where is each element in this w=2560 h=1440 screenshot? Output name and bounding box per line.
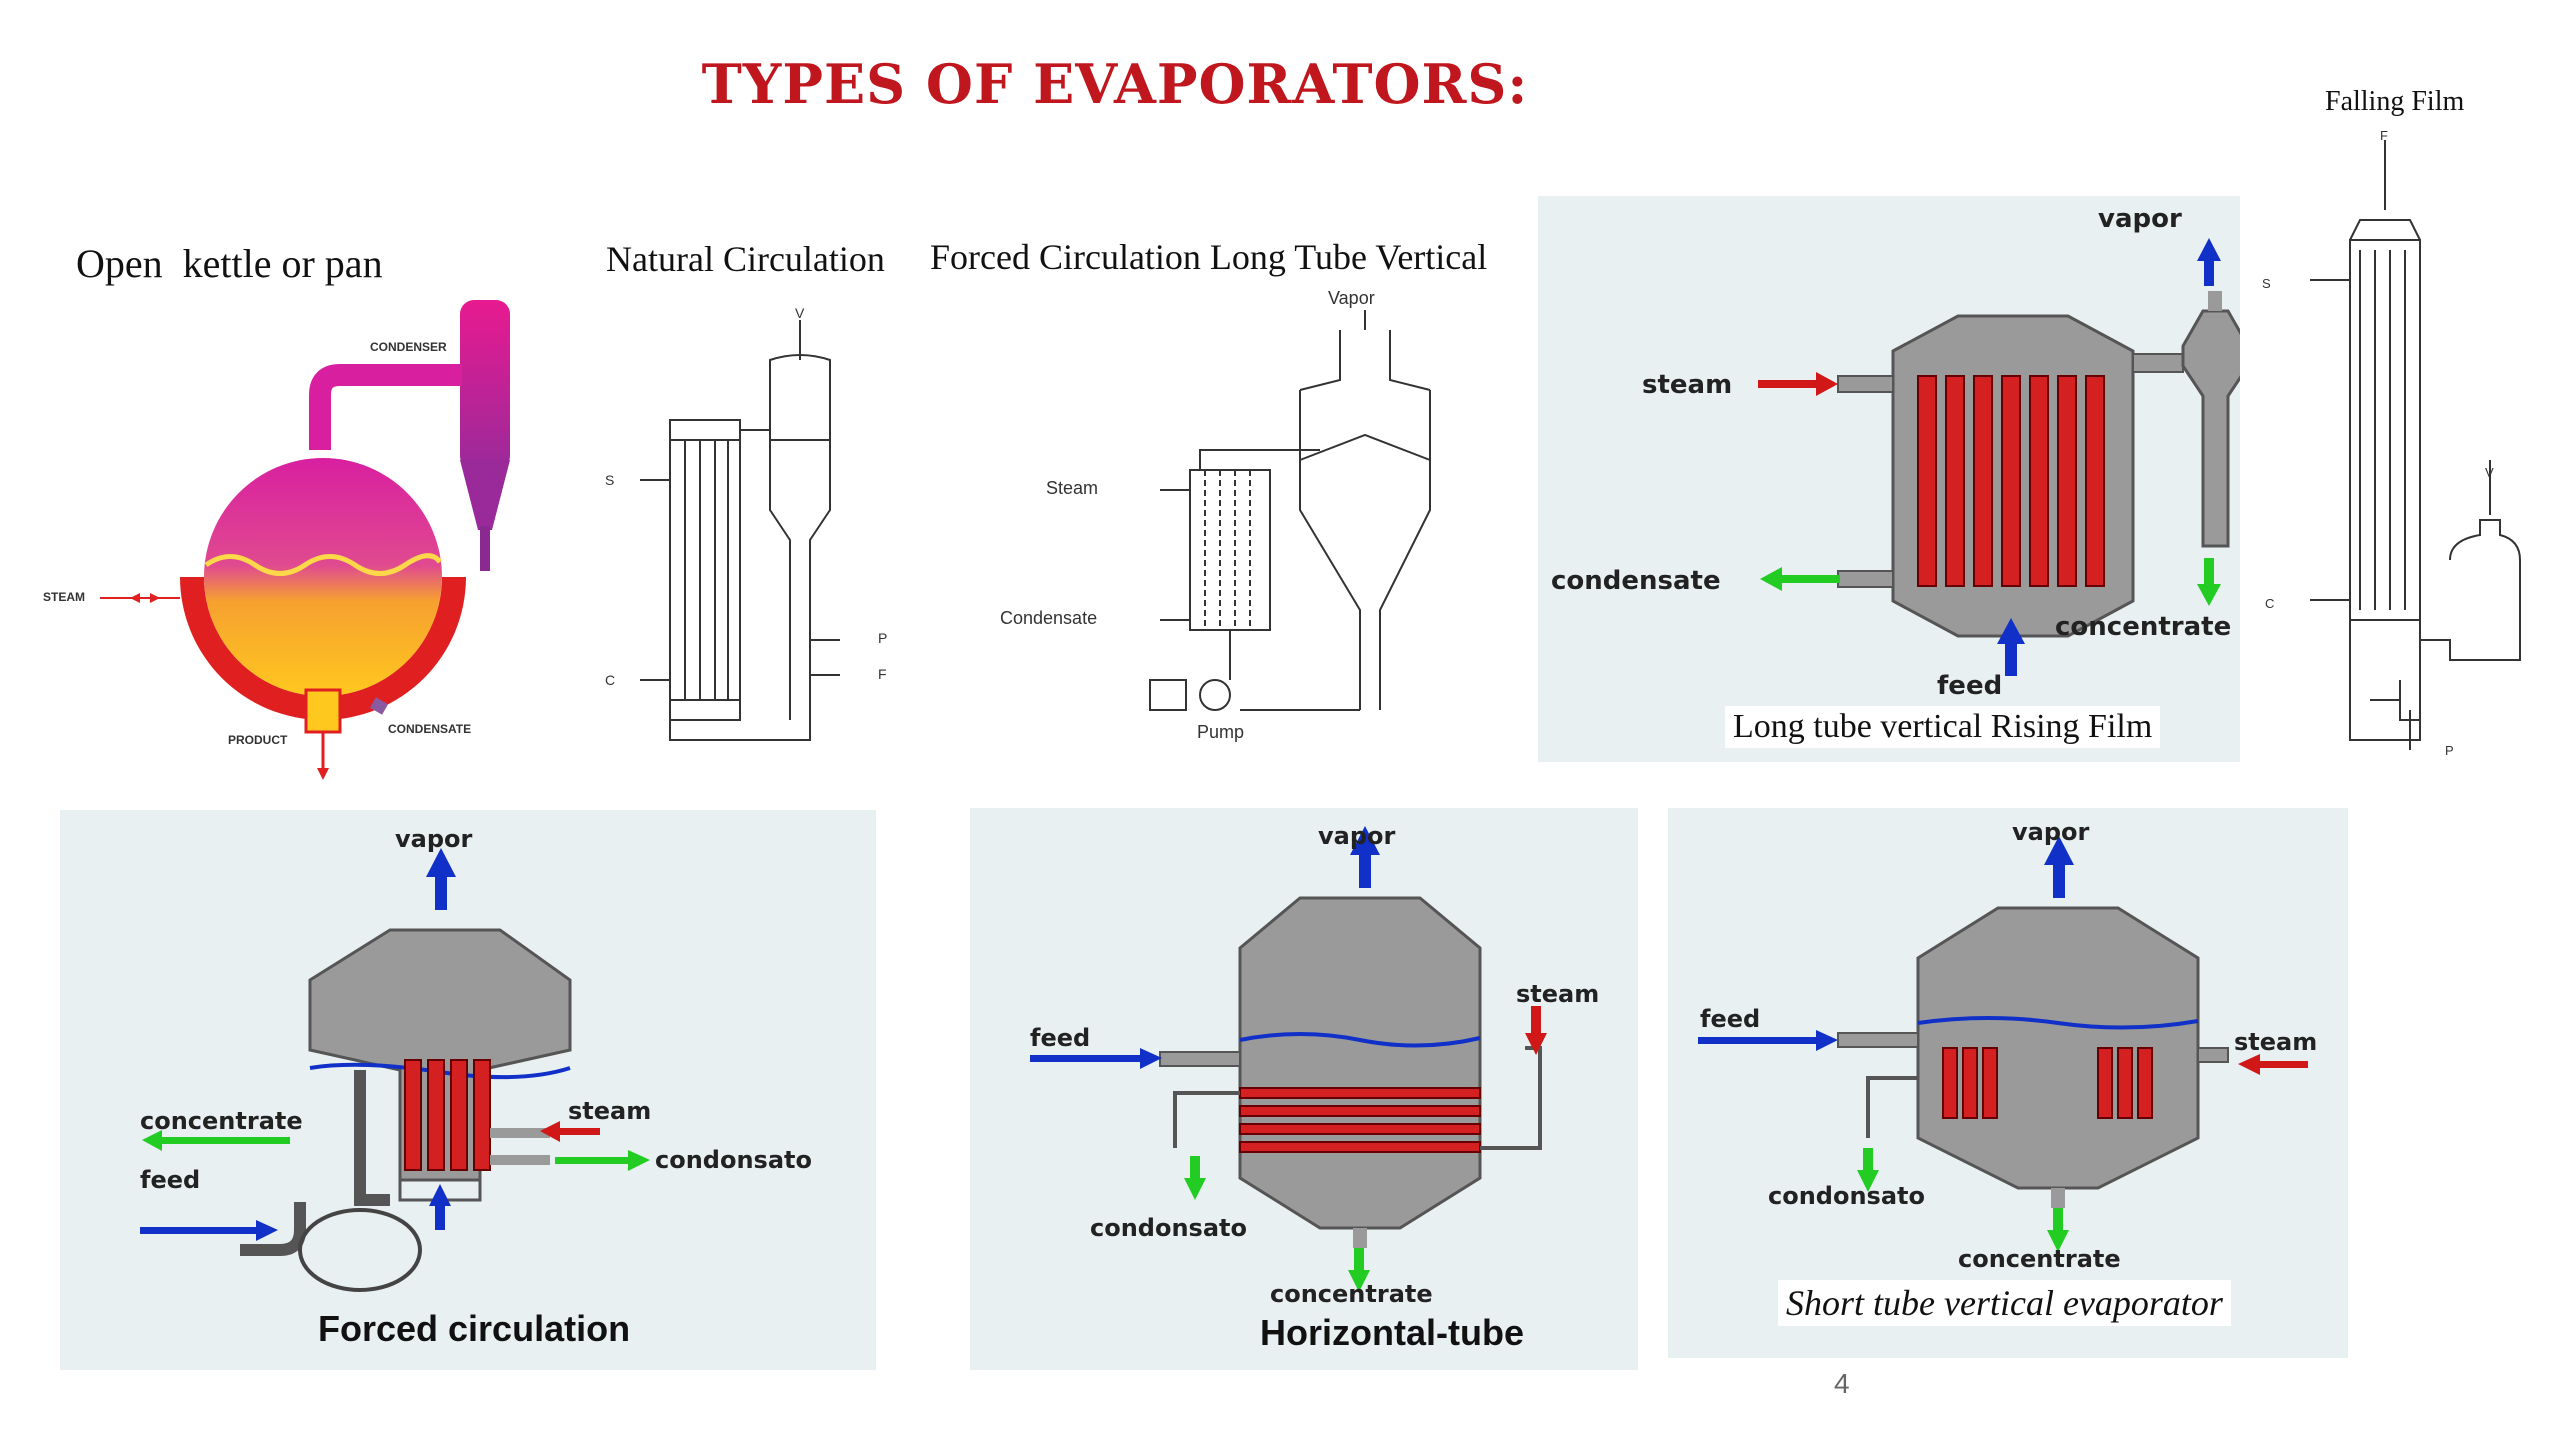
- fltv-condensate-label: Condensate: [1000, 608, 1098, 628]
- slide-title: TYPES OF EVAPORATORS:: [701, 52, 1529, 116]
- st-caption: Short tube vertical evaporator: [1778, 1280, 2231, 1326]
- fc-condensate-label: condonsato: [655, 1146, 812, 1174]
- ht-vessel: [1238, 896, 1482, 1230]
- ff-p-label: P: [2445, 743, 2454, 758]
- st-steam-label: steam: [2234, 1028, 2318, 1056]
- ht-caption: Horizontal-tube: [1260, 1312, 1524, 1353]
- condenser: [460, 300, 510, 470]
- falling-film-title: Falling Film: [2325, 86, 2465, 117]
- rf-steam-label: steam: [1642, 370, 1733, 400]
- ht-feed-label: feed: [1030, 1024, 1091, 1052]
- forced-circulation-diagram: [140, 848, 650, 1292]
- short-tube-diagram: [1698, 836, 2308, 1252]
- rf-vapor-label: vapor: [2098, 204, 2182, 234]
- natural-circulation-title: Natural Circulation: [606, 239, 885, 279]
- fltv-pump-label: Pump: [1197, 722, 1245, 742]
- ff-v-label: V: [2485, 465, 2494, 480]
- nc-v-label: V: [795, 305, 805, 321]
- fc-feed-label: feed: [140, 1166, 201, 1194]
- ht-vapor-label: vapor: [1318, 822, 1396, 850]
- fltv-vapor-label: Vapor: [1328, 288, 1375, 308]
- kettle-steam-label: STEAM: [43, 590, 85, 604]
- page-number: 4: [1834, 1368, 1850, 1399]
- st-condensate-label: condonsato: [1768, 1182, 1925, 1210]
- nc-s-label: S: [605, 472, 615, 488]
- rf-caption: Long tube vertical Rising Film: [1725, 706, 2161, 748]
- fc-steam-label: steam: [568, 1097, 652, 1125]
- steam-jacket: [180, 577, 466, 720]
- ff-c-label: C: [2265, 596, 2275, 611]
- kettle-product-label: PRODUCT: [228, 733, 288, 747]
- nc-f-label: F: [878, 666, 887, 682]
- fc-concentrate-label: concentrate: [140, 1107, 303, 1135]
- fc-caption: Forced circulation: [318, 1308, 631, 1349]
- rf-separator: [2181, 309, 2240, 548]
- nc-c-label: C: [605, 672, 616, 688]
- forced-ltv-diagram: [1149, 310, 1431, 711]
- falling-film-diagram: [2310, 140, 2521, 750]
- st-concentrate-label: concentrate: [1958, 1245, 2121, 1273]
- condenser-label: CONDENSER: [370, 340, 447, 354]
- st-vapor-label: vapor: [2012, 818, 2090, 846]
- rf-feed-label: feed: [1937, 671, 2003, 701]
- horizontal-tube-diagram: [1030, 826, 1547, 1292]
- rf-condensate-label: condensate: [1551, 566, 1721, 596]
- nc-p-label: P: [878, 630, 888, 646]
- rising-film-diagram: [1758, 238, 2240, 676]
- st-vessel: [1916, 906, 2200, 1190]
- st-feed-label: feed: [1700, 1005, 1761, 1033]
- natural-circulation-diagram: [640, 320, 840, 741]
- rf-concentrate-label: concentrate: [2055, 612, 2232, 642]
- kettle-condensate-label: CONDENSATE: [388, 722, 472, 736]
- fc-vapor-label: vapor: [395, 825, 473, 853]
- ht-condensate-label: condonsato: [1090, 1214, 1247, 1242]
- fltv-steam-label: Steam: [1046, 478, 1099, 498]
- open-kettle-diagram: [100, 300, 510, 780]
- ht-steam-label: steam: [1516, 980, 1600, 1008]
- ht-concentrate-label: concentrate: [1270, 1280, 1433, 1308]
- kettle-vessel: [204, 458, 442, 696]
- ff-f-label: F: [2380, 128, 2388, 143]
- forced-ltv-title: Forced Circulation Long Tube Vertical: [930, 237, 1488, 277]
- ff-s-label: S: [2262, 276, 2271, 291]
- open-kettle-title: Open kettle or pan: [76, 241, 383, 286]
